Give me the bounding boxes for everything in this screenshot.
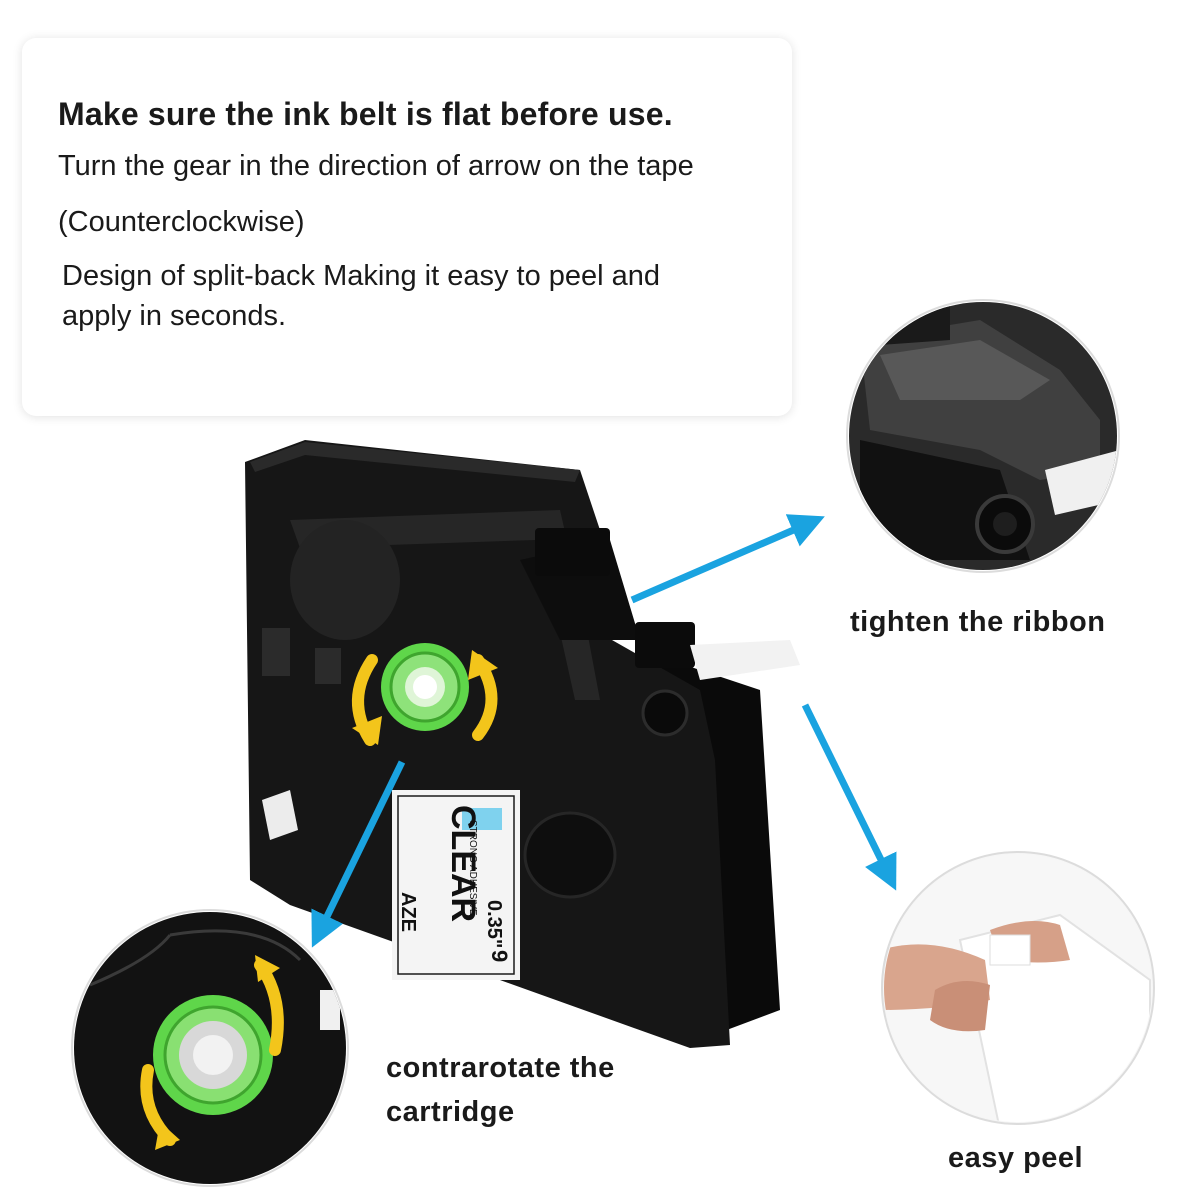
- label-width: 0.35": [483, 900, 505, 948]
- caption-easy-peel: easy peel: [948, 1142, 1084, 1174]
- ribbon-detail-image: [846, 299, 1120, 573]
- instruction-line: Turn the gear in the direction of arrow …: [58, 150, 694, 182]
- green-gear: [381, 643, 469, 731]
- instruction-card: Make sure the ink belt is flat before us…: [22, 38, 792, 416]
- rotate-arrow-icon: [352, 716, 382, 745]
- tape-label: [392, 790, 520, 980]
- instruction-line: apply in seconds.: [62, 300, 287, 332]
- caption-line: contrarotate the: [386, 1052, 615, 1084]
- label-subtitle: STRONG ADHESIVE: [467, 820, 478, 916]
- pointer-arrow-icon: [630, 514, 825, 604]
- instruction-line: (Counterclockwise): [58, 206, 305, 238]
- caption-contrarotate: contrarotate the cartridge: [386, 1046, 666, 1134]
- rotate-arrow-icon: [468, 650, 498, 680]
- gear-detail-image: [71, 909, 349, 1187]
- instruction-line: Design of split-back Making it easy to p…: [62, 260, 661, 292]
- peel-detail-image: [881, 851, 1155, 1125]
- instruction-heading: Make sure the ink belt is flat before us…: [58, 96, 673, 132]
- caption-line: cartridge: [386, 1096, 515, 1128]
- label-model: AZE: [397, 892, 419, 932]
- label-mm: 9: [487, 950, 512, 962]
- tape-cartridge: [245, 440, 800, 1048]
- pointer-arrow-icon: [801, 703, 897, 891]
- caption-tighten-ribbon: tighten the ribbon: [850, 606, 1106, 638]
- pointer-arrow-icon: [311, 760, 406, 948]
- label-brand: CLEAR: [444, 805, 482, 922]
